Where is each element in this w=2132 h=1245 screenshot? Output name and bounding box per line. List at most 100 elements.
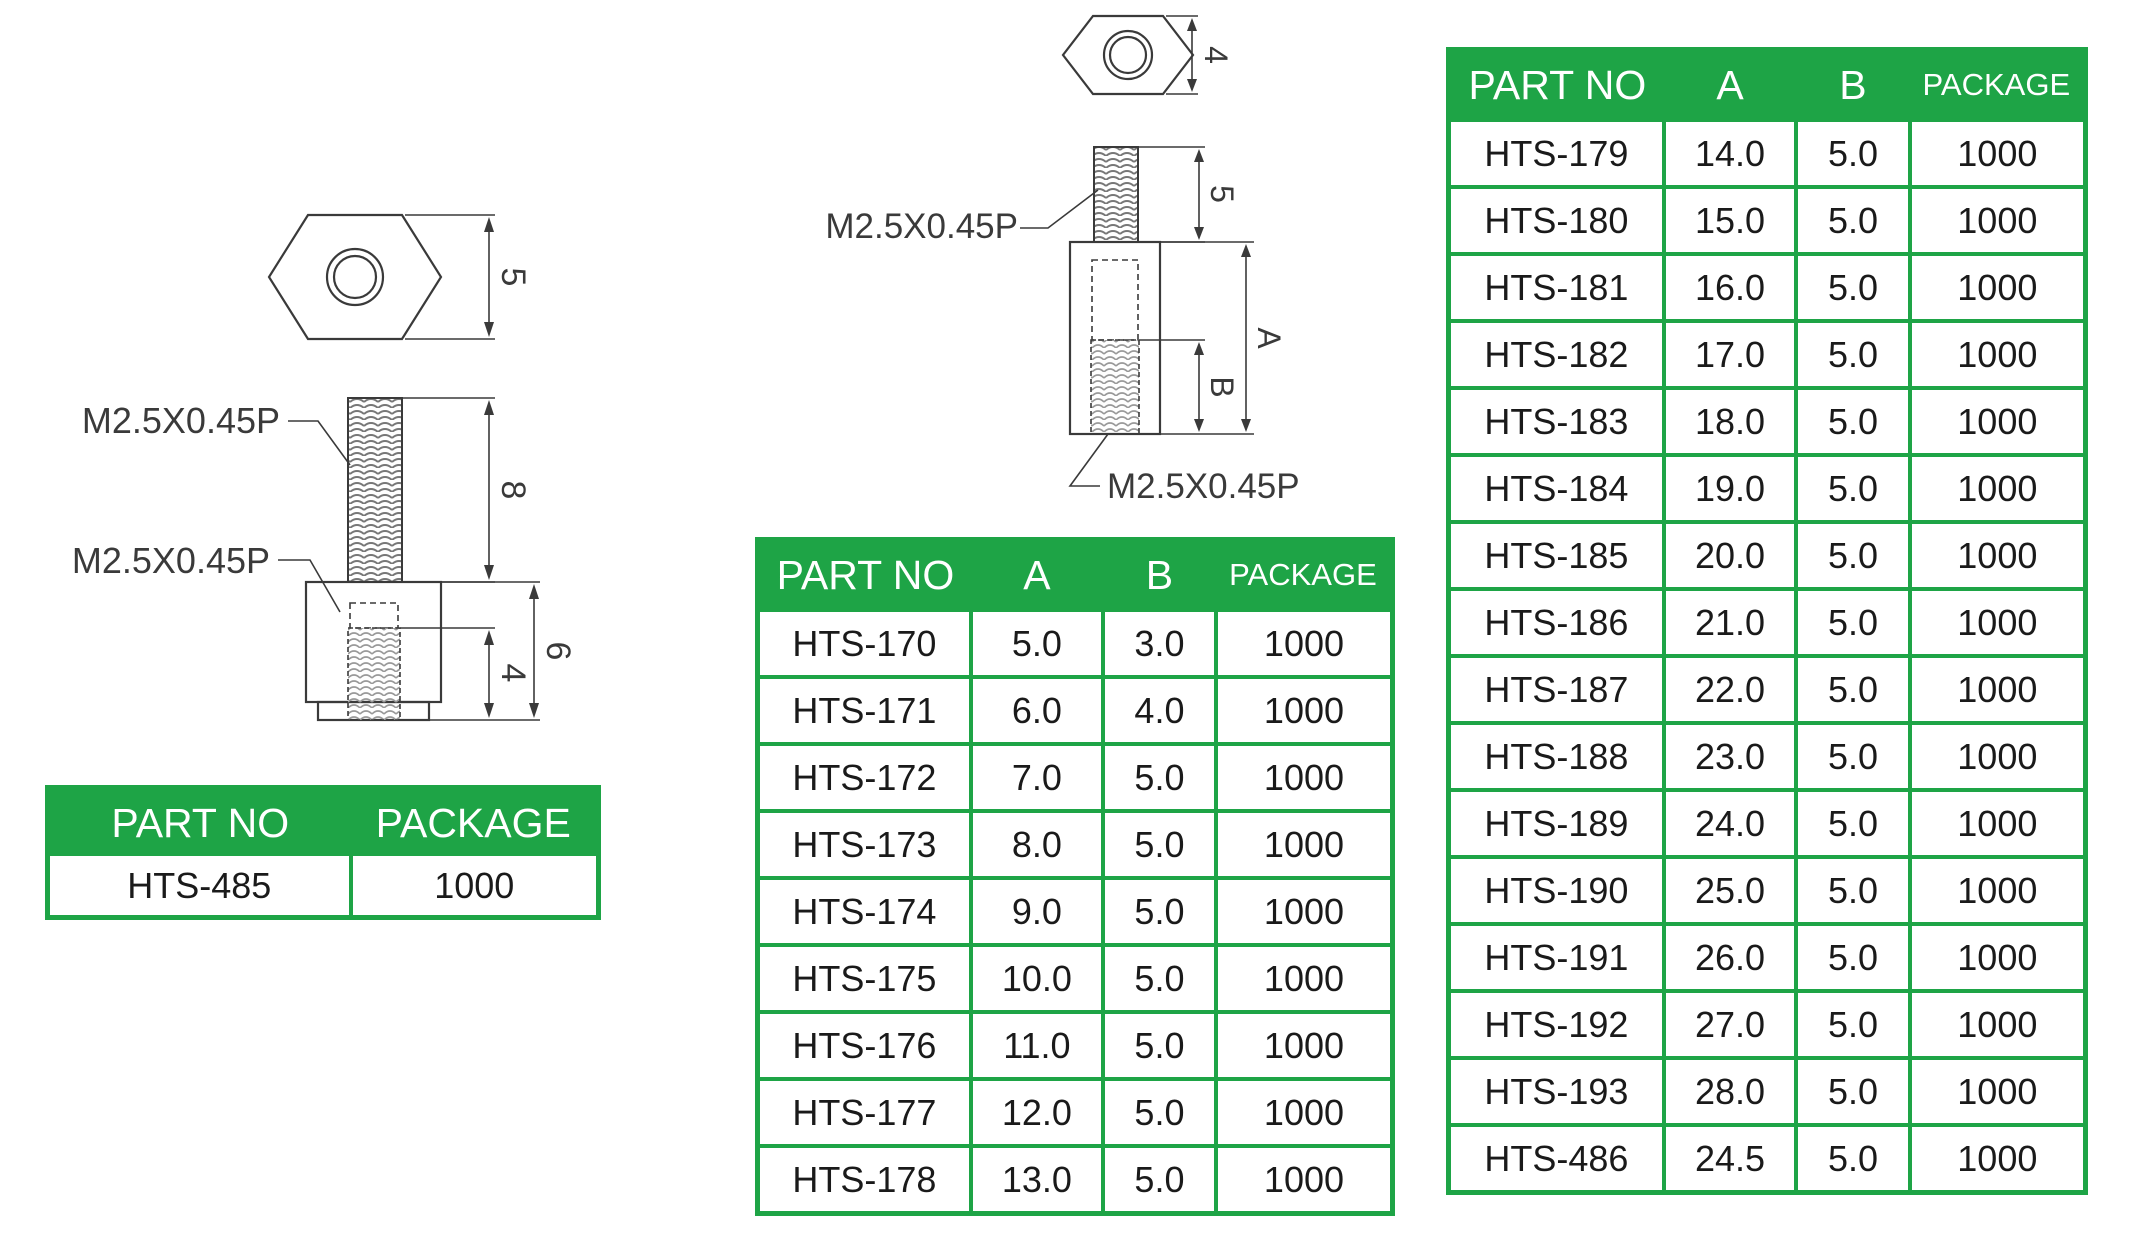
- cell-b: 5.0: [1100, 1077, 1218, 1148]
- cell-part-no: HTS-189: [1446, 788, 1666, 859]
- cell-b: 5.0: [1794, 1056, 1912, 1127]
- cell-a: 24.5: [1661, 1123, 1799, 1195]
- cell-part-no: HTS-192: [1446, 989, 1666, 1060]
- table-row: HTS-485 1000: [45, 856, 601, 920]
- cell-package: 1000: [1907, 654, 2088, 725]
- cell-part-no: HTS-191: [1446, 922, 1666, 993]
- cell-part-no: HTS-179: [1446, 118, 1666, 189]
- cell-package: 1000: [1213, 1010, 1395, 1081]
- drawing2-hex-nut-view: [1061, 14, 1195, 96]
- cell-package: 1000: [1907, 319, 2088, 390]
- cell-part-no: HTS-181: [1446, 252, 1666, 323]
- table-header-row: PART NO A B PACKAGE: [757, 539, 1393, 610]
- drawing1-standoff: [267, 213, 540, 722]
- cell-b: 5.0: [1794, 453, 1912, 524]
- cell-a: 27.0: [1661, 989, 1799, 1060]
- cell-b: 5.0: [1100, 742, 1218, 813]
- cell-b: 5.0: [1794, 855, 1912, 926]
- cell-a: 24.0: [1661, 788, 1799, 859]
- cell-a: 25.0: [1661, 855, 1799, 926]
- drawing1-stud-length-dim: 8: [494, 481, 532, 500]
- cell-package: 1000: [1213, 809, 1395, 880]
- cell-part-no: HTS-186: [1446, 587, 1666, 658]
- cell-a: 22.0: [1661, 654, 1799, 725]
- cell-b: 5.0: [1794, 252, 1912, 323]
- cell-package: 1000: [1907, 118, 2088, 189]
- cell-package: 1000: [1213, 943, 1395, 1014]
- cell-package: 1000: [1907, 721, 2088, 792]
- drawing1-body-length-dim: 6: [539, 642, 577, 661]
- drawing1-stud-thread: [347, 397, 403, 583]
- drawing2-stud-length-dim: 5: [1204, 185, 1240, 203]
- cell-package: 1000: [1907, 855, 2088, 926]
- cell-part-no: HTS-172: [755, 742, 973, 813]
- table-hts-485: PART NO PACKAGE HTS-485 1000: [45, 785, 601, 920]
- cell-package: 1000: [1907, 587, 2088, 658]
- cell-a: 7.0: [968, 742, 1105, 813]
- cell-b: 5.0: [1794, 721, 1912, 792]
- cell-package: 1000: [1213, 608, 1395, 679]
- header-a: A: [1663, 49, 1797, 120]
- drawing1-thread-depth-dim: 4: [494, 664, 532, 683]
- drawing2-thread-top-label: M2.5X0.45P: [825, 207, 1018, 246]
- cell-b: 5.0: [1794, 386, 1912, 457]
- cell-b: 5.0: [1100, 876, 1218, 947]
- cell-a: 18.0: [1661, 386, 1799, 457]
- drawing2-standoff: [1020, 14, 1254, 487]
- cell-a: 21.0: [1661, 587, 1799, 658]
- cell-package: 1000: [1213, 742, 1395, 813]
- cell-package: 1000: [1907, 922, 2088, 993]
- cell-package: 1000: [1907, 453, 2088, 524]
- header-part-no: PART NO: [1448, 49, 1664, 120]
- cell-package: 1000: [1907, 386, 2088, 457]
- cell-a: 14.0: [1661, 118, 1799, 189]
- cell-part-no: HTS-193: [1446, 1056, 1666, 1127]
- cell-package: 1000: [1213, 876, 1395, 947]
- cell-b: 5.0: [1794, 319, 1912, 390]
- cell-part-no: HTS-180: [1446, 185, 1666, 256]
- header-part-no: PART NO: [757, 539, 971, 610]
- cell-b: 5.0: [1794, 654, 1912, 725]
- drawing2-body-length-dim: A: [1251, 327, 1287, 349]
- header-part-no: PART NO: [47, 787, 351, 856]
- cell-b: 4.0: [1100, 675, 1218, 746]
- cell-package: 1000: [1907, 185, 2088, 256]
- cell-b: 5.0: [1100, 1144, 1218, 1216]
- cell-part-no: HTS-486: [1446, 1123, 1666, 1195]
- cell-b: 5.0: [1794, 185, 1912, 256]
- cell-part-no: HTS-182: [1446, 319, 1666, 390]
- drawing2-thread-depth-dim: B: [1204, 376, 1240, 397]
- cell-b: 5.0: [1794, 587, 1912, 658]
- cell-part-no: HTS-190: [1446, 855, 1666, 926]
- cell-a: 15.0: [1661, 185, 1799, 256]
- cell-package: 1000: [1213, 1144, 1395, 1216]
- cell-package: 1000: [1907, 989, 2088, 1060]
- table-header-row: PART NO A B PACKAGE: [1448, 49, 2086, 120]
- header-b: B: [1102, 539, 1216, 610]
- cell-a: 20.0: [1661, 520, 1799, 591]
- cell-b: 5.0: [1794, 520, 1912, 591]
- cell-part-no: HTS-175: [755, 943, 973, 1014]
- cell-a: 17.0: [1661, 319, 1799, 390]
- cell-package: 1000: [1213, 1077, 1395, 1148]
- cell-part-no: HTS-177: [755, 1077, 973, 1148]
- drawing2-stud-thread: [1093, 146, 1139, 243]
- cell-b: 5.0: [1100, 809, 1218, 880]
- cell-a: 6.0: [968, 675, 1105, 746]
- header-a: A: [970, 539, 1103, 610]
- cell-part-no: HTS-185: [1446, 520, 1666, 591]
